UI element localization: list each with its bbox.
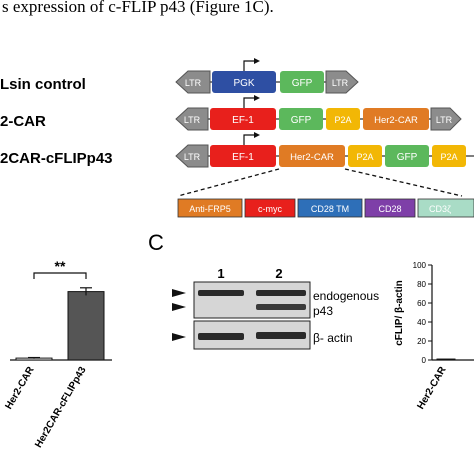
band-label-actin: β- actin xyxy=(313,331,353,345)
ef1-box xyxy=(210,145,276,167)
ltr-left-box xyxy=(175,144,209,168)
p2a-box xyxy=(326,108,360,130)
gfp-text: GFP xyxy=(397,152,418,163)
band-lane2-p43 xyxy=(256,304,306,310)
domain-cd3z-text: CD3ζ xyxy=(429,204,451,214)
bar-her2car-cflipp43 xyxy=(67,291,105,361)
domain-c-myc-text: c-myc xyxy=(258,204,282,214)
western-blot: 1 2 endogenous p43 β- actin xyxy=(172,266,379,350)
p2a-box-1 xyxy=(348,145,382,167)
her2-car-box xyxy=(363,108,429,130)
ltr-left-box xyxy=(175,70,211,94)
ef1-text: EF-1 xyxy=(232,152,254,163)
y-tick-label-100: 100 xyxy=(413,261,427,270)
promoter-arrow xyxy=(243,97,254,108)
construct-label-car: 2-CAR xyxy=(0,113,46,130)
domain-cd3z xyxy=(417,198,474,218)
y-tick-label-60: 60 xyxy=(417,299,426,308)
x-tick-label-her2car-cflip: Her2CAR-cFLIPp43 xyxy=(33,365,89,450)
ltr-right-box xyxy=(430,107,462,131)
p2a-text-1: P2A xyxy=(356,152,373,162)
y-tick-label-20: 20 xyxy=(417,337,426,346)
bar-her2-car xyxy=(436,358,456,361)
domain-anti-frp5 xyxy=(177,198,243,218)
construct-label-control: Lsin control xyxy=(0,76,86,93)
p2a-text-2: P2A xyxy=(440,152,457,162)
ef1-box xyxy=(210,108,276,130)
ltr-left-text: LTR xyxy=(184,152,201,162)
x-tick-label-her2-car: Her2-CAR xyxy=(415,364,449,411)
ltr-left-text: LTR xyxy=(185,78,202,88)
blot-membrane-top xyxy=(193,281,311,319)
band-lane2-actin xyxy=(256,332,306,339)
gfp-text: GFP xyxy=(291,115,312,126)
gfp-box xyxy=(385,145,429,167)
significance-stars: ** xyxy=(55,258,66,274)
ltr-left-text: LTR xyxy=(184,115,201,125)
ef1-text: EF-1 xyxy=(232,115,254,126)
domain-c-myc xyxy=(244,198,296,218)
pgk-text: PGK xyxy=(233,78,254,89)
construct-row-car: LTR EF-1 GFP P2A Her2-CAR LTR xyxy=(175,95,462,131)
arrow-actin xyxy=(172,333,186,341)
domain-anti-frp5-text: Anti-FRP5 xyxy=(189,204,231,214)
ltr-right-text: LTR xyxy=(436,115,453,125)
domain-cd28-tm-text: CD28 TM xyxy=(311,204,349,214)
caption-text: s expression of c-FLIP p43 (Figure 1C). xyxy=(2,0,274,16)
domain-cd28 xyxy=(364,198,416,218)
ltr-right-box xyxy=(325,70,359,94)
gfp-box xyxy=(280,71,324,93)
her2-car-box xyxy=(279,145,345,167)
significance-bracket xyxy=(33,272,87,279)
arrow-endogenous xyxy=(172,289,186,297)
promoter-arrow xyxy=(243,134,254,145)
her2-car-text: Her2-CAR xyxy=(374,115,418,126)
band-lane1-actin xyxy=(198,333,244,340)
band-label-p43: p43 xyxy=(313,304,333,318)
p2a-box-2 xyxy=(432,145,466,167)
y-tick-label-0: 0 xyxy=(422,356,427,365)
arrow-p43 xyxy=(172,303,186,311)
gfp-box xyxy=(279,108,323,130)
zoom-line-left xyxy=(177,168,280,197)
band-label-endogenous: endogenous xyxy=(313,289,379,303)
band-lane1-endogenous xyxy=(198,290,244,296)
her2-car-text: Her2-CAR xyxy=(290,152,334,163)
y-axis-label: cFLIP/ β-actin xyxy=(394,280,405,346)
car-domain-structure: Anti-FRP5 c-myc CD28 TM CD28 CD3ζ xyxy=(177,198,474,218)
y-tick-label-40: 40 xyxy=(417,318,426,327)
zoom-line-right xyxy=(344,168,463,197)
ltr-left-box xyxy=(175,107,209,131)
construct-row-car-flip: LTR EF-1 Her2-CAR P2A GFP P2A xyxy=(175,132,474,197)
domain-cd28-tm xyxy=(297,198,363,218)
ltr-right-text: LTR xyxy=(332,78,349,88)
y-tick-label-80: 80 xyxy=(417,280,426,289)
lane-label-1: 1 xyxy=(217,266,224,281)
bar-chart-left: ** Her2-CAR Her2CAR-cFLIPp43 xyxy=(3,258,112,450)
gfp-text: GFP xyxy=(292,78,313,89)
band-lane2-endogenous xyxy=(256,290,306,296)
construct-label-car-flip: 2CAR-cFLIPp43 xyxy=(0,150,113,167)
p2a-text: P2A xyxy=(334,115,351,125)
panel-letter-c: C xyxy=(148,230,164,255)
lane-label-2: 2 xyxy=(275,266,282,281)
domain-cd28-text: CD28 xyxy=(378,204,401,214)
promoter-arrow xyxy=(243,60,254,71)
x-tick-label-her2-car: Her2-CAR xyxy=(3,364,37,411)
bar-chart-right: cFLIP/ β-actin Her2-CAR 0 20 40 60 80 100 xyxy=(394,261,474,411)
construct-row-control: LTR PGK GFP LTR xyxy=(175,58,359,94)
pgk-box xyxy=(212,71,276,93)
